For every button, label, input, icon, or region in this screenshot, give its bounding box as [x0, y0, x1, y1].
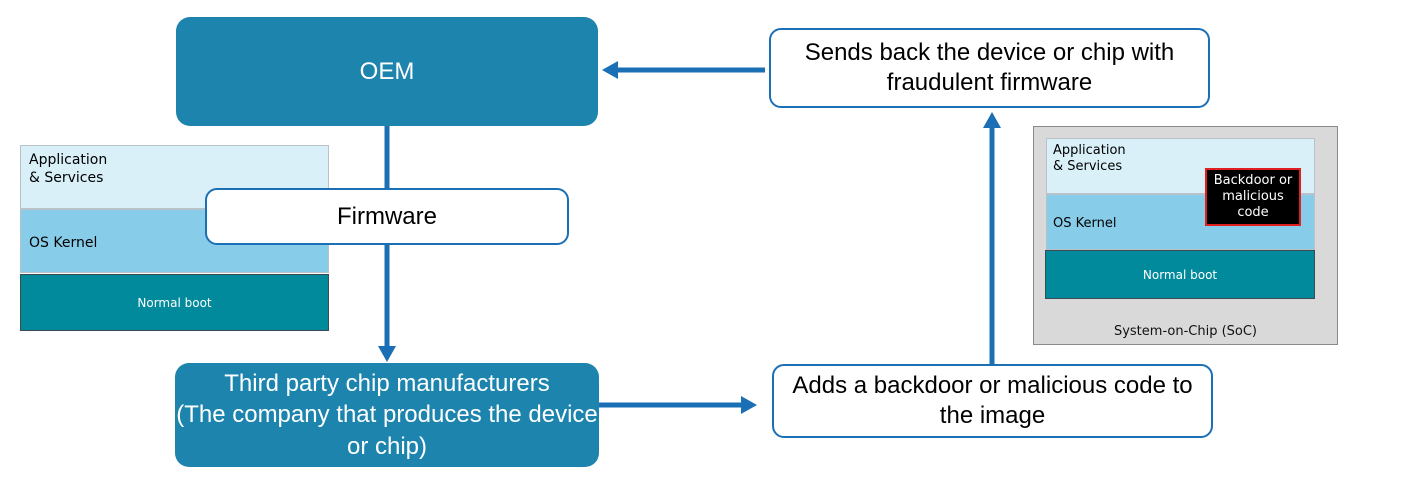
oem-box: OEM [176, 17, 598, 126]
firmware-label: Firmware [337, 202, 437, 230]
adds-backdoor-box: Adds a backdoor or malicious code to the… [772, 364, 1213, 438]
left-os-kernel-label: OS Kernel [29, 235, 98, 251]
third-party-subtitle: (The company that produces the device or… [176, 401, 598, 460]
soc-os-kernel-label: OS Kernel [1053, 216, 1117, 231]
arrowhead-manufacturer-to-backdoor [741, 396, 757, 414]
sends-back-box: Sends back the device or chip with fraud… [769, 28, 1210, 108]
backdoor-line3: code [1237, 205, 1269, 220]
left-app-services-line2: & Services [29, 170, 104, 186]
arrowhead-backdoor-to-sendback [983, 112, 1001, 128]
left-app-services-label: Application & Services [29, 151, 320, 187]
left-normal-boot-label: Normal boot [137, 295, 212, 310]
backdoor-code-block: Backdoor or malicious code [1205, 168, 1301, 226]
soc-normal-boot-label: Normal boot [1142, 267, 1218, 282]
backdoor-line1: Backdoor or [1213, 173, 1293, 188]
third-party-title: Third party chip manufacturers [224, 370, 550, 398]
adds-backdoor-label: Adds a backdoor or malicious code to the… [792, 372, 1193, 429]
left-app-services-layer: Application & Services [20, 145, 329, 209]
left-normal-boot-layer: Normal boot [20, 274, 329, 331]
arrowhead-sendback-to-oem [602, 61, 618, 79]
oem-label: OEM [359, 57, 415, 85]
soc-caption: System-on-Chip (SoC) [1033, 324, 1338, 340]
soc-app-services-line2: & Services [1053, 159, 1123, 174]
arrowhead-oem-to-manufacturer [378, 346, 396, 362]
soc-app-services-line1: Application [1053, 143, 1126, 158]
sends-back-label: Sends back the device or chip with fraud… [804, 39, 1175, 96]
backdoor-line2: malicious [1222, 189, 1284, 204]
soc-normal-boot-layer: Normal boot [1045, 250, 1315, 299]
left-app-services-line1: Application [29, 152, 108, 168]
firmware-box: Firmware [205, 188, 569, 245]
soc-caption-text: System-on-Chip (SoC) [1113, 324, 1258, 339]
third-party-manufacturers-box: Third party chip manufacturers (The comp… [175, 363, 599, 467]
soc-app-services-label: Application & Services [1053, 143, 1308, 175]
